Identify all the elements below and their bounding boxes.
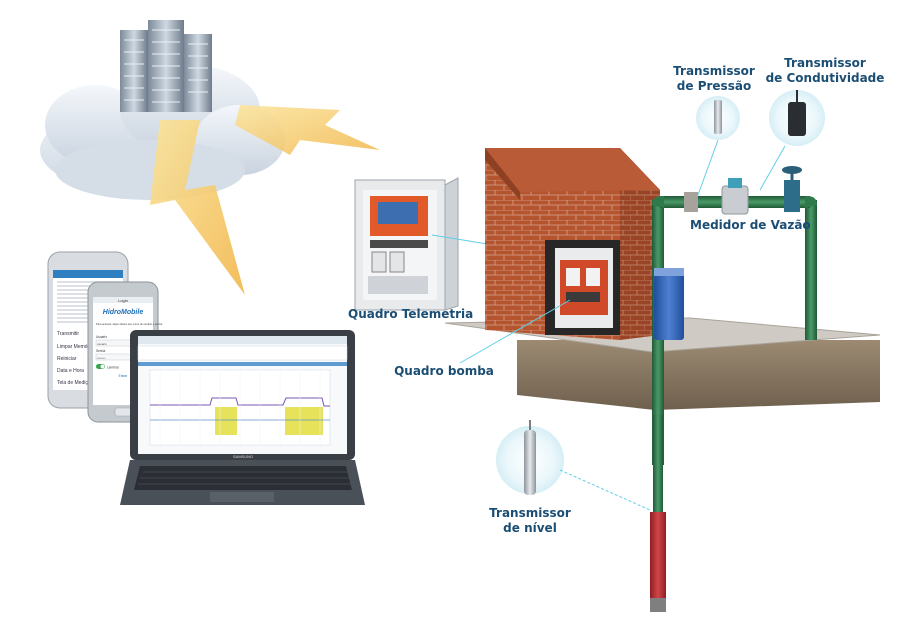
- user-input-value: usuario: [97, 342, 107, 346]
- label-transmissor-nivel-line2: de nível: [503, 521, 557, 535]
- menu-item-reiniciar[interactable]: Reiniciar: [57, 356, 77, 362]
- pressure-fitting: [684, 192, 698, 212]
- cloud-server-illustration: [40, 20, 380, 295]
- condutividade-leader-line: [759, 145, 786, 191]
- hidromobile-logo: HidroMobile: [103, 309, 144, 316]
- password-input-value: ••••••••: [97, 356, 105, 360]
- login-intro-text: Para acessar, digite abaixo seu nome de …: [96, 322, 163, 326]
- label-transmissor-nivel-line1: Transmissor: [489, 506, 571, 520]
- pipe-assembly: [650, 166, 817, 612]
- menu-item-tela-medicao[interactable]: Tela de Medição: [57, 380, 94, 386]
- server-towers-icon: [120, 20, 212, 112]
- lightning-bolt-left-icon: [150, 120, 245, 295]
- remember-label: Lembrar: [107, 366, 120, 370]
- bomba-leader-line: [459, 299, 571, 364]
- quadro-telemetria-cabinet: [354, 177, 459, 311]
- label-transmissor-pressao: Transmissor de Pressão: [672, 64, 756, 94]
- laptop-brand: SAMSUNG: [233, 454, 253, 459]
- laptop-chart: [149, 369, 331, 446]
- menu-item-data-hora[interactable]: Data e Hora: [57, 368, 84, 374]
- gate-valve: [782, 166, 802, 212]
- label-transmissor-condutividade-line2: de Condutividade: [765, 71, 885, 85]
- menu-item-limpar-memoria[interactable]: Limpar Memória: [57, 344, 93, 350]
- lightning-bolt-right-icon: [235, 105, 380, 155]
- flow-meter: [721, 178, 749, 215]
- label-quadro-bomba: Quadro bomba: [394, 364, 494, 378]
- label-transmissor-pressao-line2: de Pressão: [676, 79, 752, 93]
- label-transmissor-nivel: Transmissor de nível: [488, 506, 572, 536]
- user-label: Usuário: [96, 335, 107, 339]
- laptop-illustration: SAMSUNG: [120, 330, 365, 505]
- quadro-bomba-panel: [555, 248, 613, 328]
- pressure-transmitter: [696, 96, 740, 140]
- submersible-pump: [650, 512, 666, 602]
- conductivity-transmitter: [769, 90, 825, 146]
- menu-item-transmitir[interactable]: Transmitir: [57, 331, 79, 337]
- blue-tank: [654, 270, 684, 340]
- level-transmitter: [496, 420, 564, 495]
- home-button[interactable]: [114, 407, 132, 417]
- nivel-leader-line: [559, 469, 651, 511]
- password-label: Senha: [96, 349, 105, 353]
- submit-button[interactable]: Entrar: [119, 374, 129, 378]
- label-transmissor-pressao-line1: Transmissor: [673, 64, 755, 78]
- label-transmissor-condutividade-line1: Transmissor: [784, 56, 866, 70]
- label-medidor-vazao: Medidor de Vazão: [690, 218, 811, 232]
- label-transmissor-condutividade: Transmissor de Condutividade: [762, 56, 888, 86]
- label-quadro-telemetria: Quadro Telemetria: [348, 307, 474, 321]
- pressao-leader-line: [697, 139, 719, 196]
- login-title: Login: [118, 298, 128, 303]
- cloud-icon: [40, 65, 285, 200]
